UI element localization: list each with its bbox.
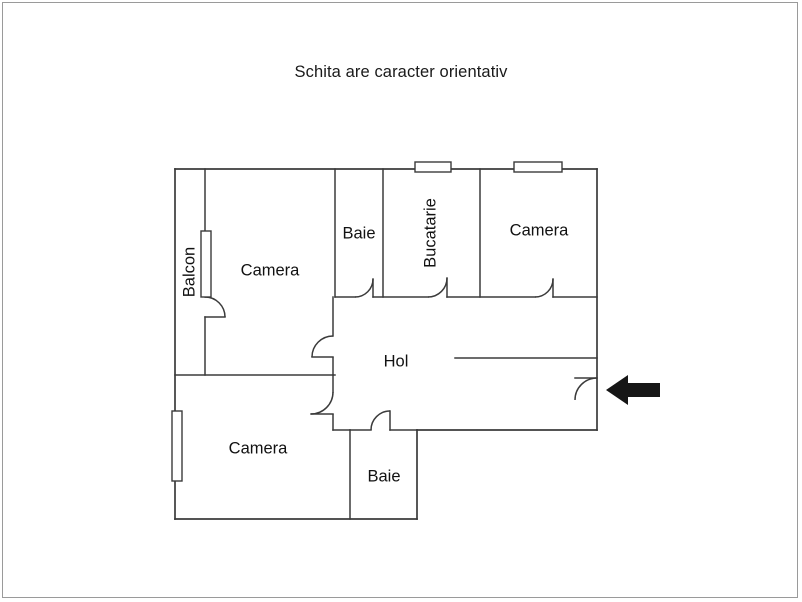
room-label-hol: Hol [384,352,409,370]
room-label-baie-bottom: Baie [367,467,400,485]
room-label-baie-top: Baie [342,224,375,242]
page-title: Schita are caracter orientativ [294,63,508,81]
windows [171,161,563,482]
window-balcon-left [200,230,212,298]
door-swings [204,277,598,431]
room-label-camera-bottom: Camera [229,439,289,457]
entrance-arrow [606,375,660,405]
room-label-bucatarie: Bucatarie [421,198,439,268]
window-camera-bottom-left [171,410,183,482]
interior-walls [174,168,598,520]
window-camera-top [513,161,563,173]
window-bucatarie-top [414,161,452,173]
room-label-balcon: Balcon [180,247,198,297]
room-label-camera-top-right: Camera [510,221,570,239]
room-label-camera-top-left: Camera [241,261,301,279]
